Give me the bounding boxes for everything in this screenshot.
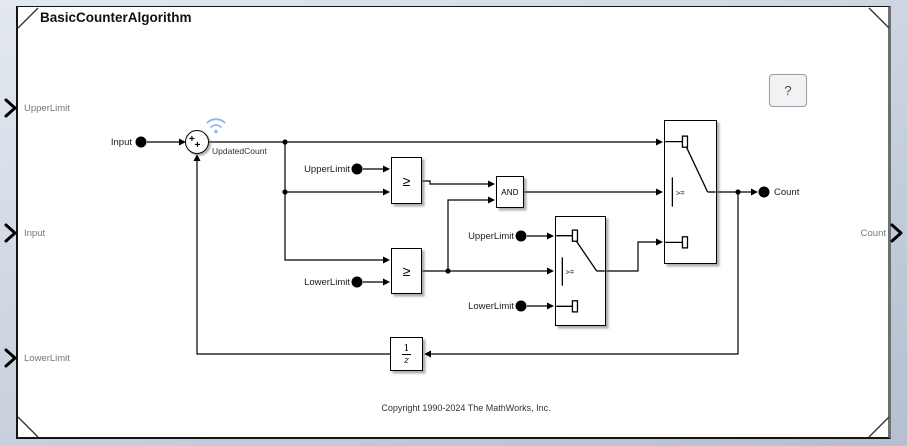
signal-logging-badge-icon xyxy=(206,118,226,134)
page-title: BasicCounterAlgorithm xyxy=(40,10,192,25)
help-button[interactable]: ? xyxy=(769,74,807,107)
signal-label-upperlimit-1: UpperLimit xyxy=(304,164,350,175)
port-dot-lowerlimit-2[interactable] xyxy=(515,300,527,312)
relational-operator-upper-block[interactable]: ≥ xyxy=(391,157,422,204)
port-dot-count[interactable] xyxy=(758,186,770,198)
edge-chevron-lowerlimit[interactable] xyxy=(4,348,17,368)
model-canvas[interactable] xyxy=(16,6,891,439)
signal-label-upperlimit-2: UpperLimit xyxy=(468,231,514,242)
unit-delay-fraction: 1 z xyxy=(402,342,411,366)
switch-outer-block[interactable]: >= xyxy=(664,120,717,264)
wire-feedback-to-delay[interactable] xyxy=(431,192,739,355)
unit-delay-denominator: z xyxy=(403,354,409,366)
edge-chevron-upperlimit[interactable] xyxy=(4,98,17,118)
edge-port-label-count: Count xyxy=(860,228,886,239)
unit-delay-block[interactable]: 1 z xyxy=(390,337,423,371)
signal-label-lowerlimit-1: LowerLimit xyxy=(304,277,350,288)
signal-label-lowerlimit-2: LowerLimit xyxy=(468,301,514,312)
switch-outer-criteria-label: >= xyxy=(676,189,685,198)
edge-chevron-count[interactable] xyxy=(890,223,903,243)
wire-switch-inner-to-outer[interactable] xyxy=(606,241,656,272)
fraction-bar xyxy=(402,353,411,355)
logical-and-block[interactable]: AND xyxy=(496,176,524,208)
wire-delay-to-sum[interactable] xyxy=(196,161,390,355)
signal-label-input: Input xyxy=(110,137,132,148)
corner-marks xyxy=(17,7,890,438)
relational-lower-operator: ≥ xyxy=(402,263,411,279)
signal-label-updatedcount: UpdatedCount xyxy=(212,146,267,156)
port-dot-lowerlimit-1[interactable] xyxy=(351,276,363,288)
edge-port-label-lowerlimit: LowerLimit xyxy=(24,353,70,364)
port-dot-input[interactable] xyxy=(135,136,147,148)
wire-branch-to-relationals[interactable] xyxy=(284,142,383,261)
wire-rel-lower-branch[interactable] xyxy=(422,199,547,272)
edge-port-label-input: Input xyxy=(24,228,46,239)
help-button-label: ? xyxy=(784,83,792,98)
edge-port-label-upperlimit: UpperLimit xyxy=(24,103,70,114)
signal-label-count: Count xyxy=(774,187,800,198)
sum-block[interactable]: + + xyxy=(185,130,209,154)
unit-delay-numerator: 1 xyxy=(403,342,410,354)
sum-sign-bottom: + xyxy=(194,140,201,151)
port-dot-upperlimit-2[interactable] xyxy=(515,230,527,242)
switch-outer-graphic: >= xyxy=(665,135,716,249)
relational-operator-lower-block[interactable]: ≥ xyxy=(391,248,422,294)
relational-upper-operator: ≥ xyxy=(402,172,411,189)
port-dot-upperlimit-1[interactable] xyxy=(351,163,363,175)
and-operator-label: AND xyxy=(501,187,519,197)
junction-dots xyxy=(282,139,741,274)
edge-chevron-input[interactable] xyxy=(4,223,17,243)
copyright-text: Copyright 1990-2024 The MathWorks, Inc. xyxy=(381,403,551,413)
switch-inner-graphic: >= xyxy=(556,229,605,313)
wire-rel-upper-to-and[interactable] xyxy=(422,180,488,185)
sum-sign-top: + xyxy=(189,134,195,145)
switch-inner-criteria-label: >= xyxy=(565,268,574,277)
arrowheads xyxy=(179,138,758,358)
switch-inner-block[interactable]: >= xyxy=(555,216,606,326)
